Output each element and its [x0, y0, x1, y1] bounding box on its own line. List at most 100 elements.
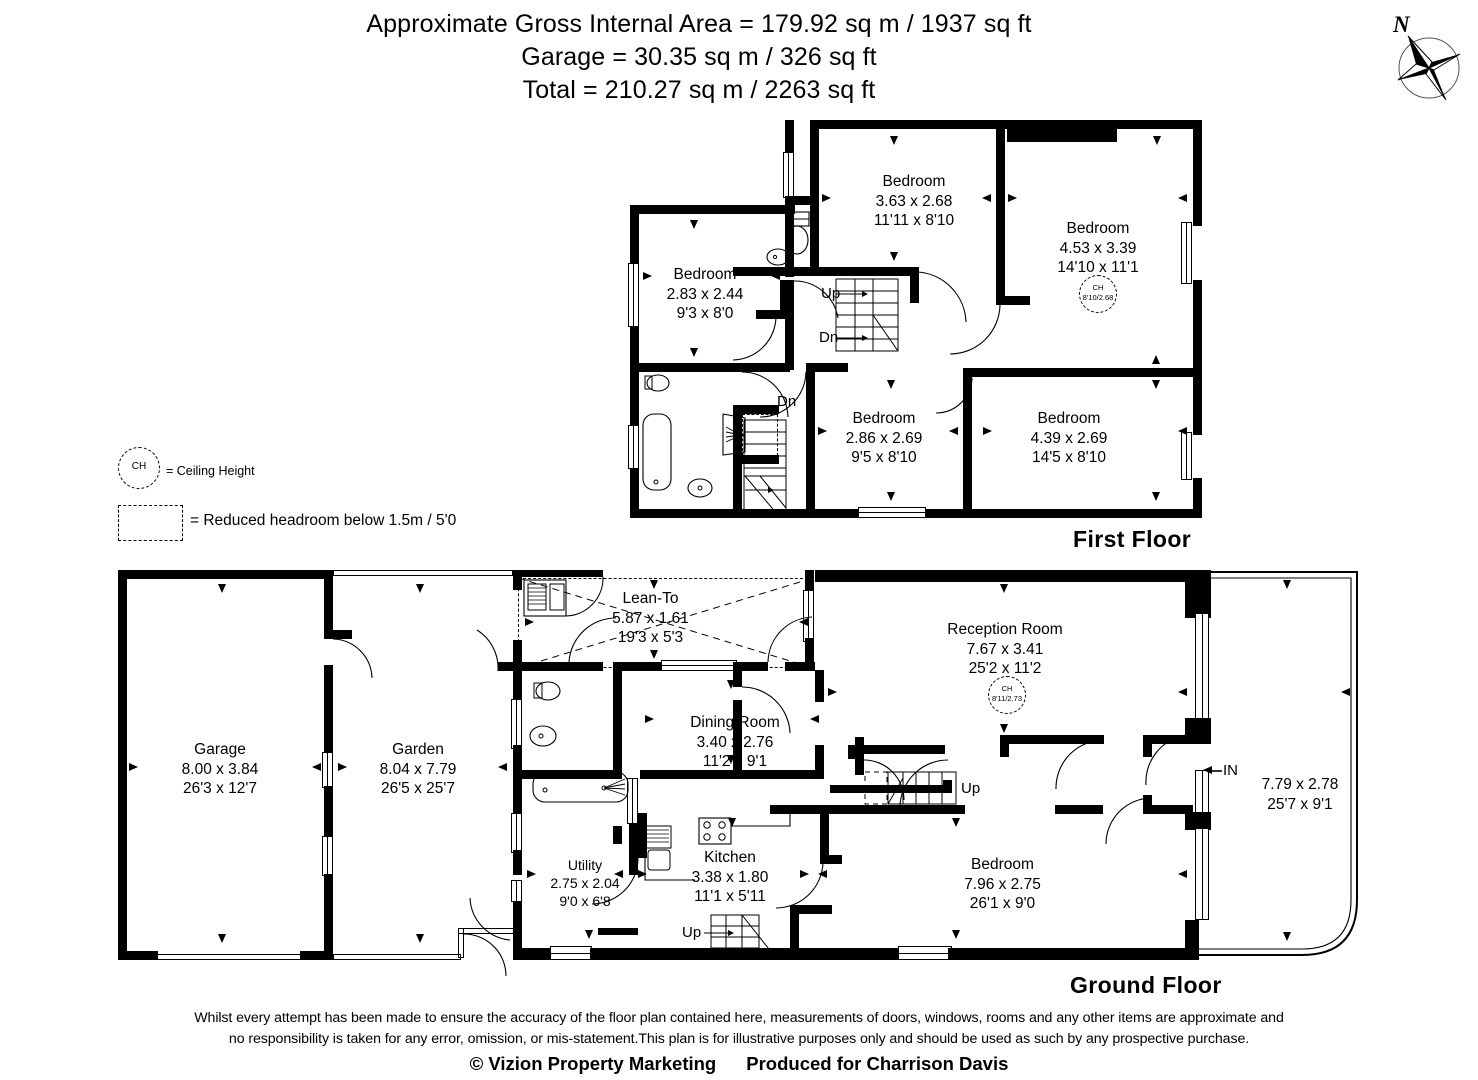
dimension-arrow [887, 492, 895, 501]
wall-segment [770, 805, 965, 814]
dimension-arrow [1152, 380, 1160, 389]
dimension-arrow [1283, 932, 1291, 941]
dimension-arrow [1178, 427, 1187, 435]
dimension-arrow [810, 715, 819, 723]
wall-segment [785, 196, 819, 205]
room-name: Bedroom [852, 410, 916, 427]
wall-segment [513, 570, 603, 577]
dimension-arrow [585, 770, 593, 779]
wall-segment [1193, 120, 1202, 226]
wall-segment [733, 455, 779, 464]
wall-segment [963, 383, 972, 517]
wall-segment [513, 745, 522, 815]
wall-segment [513, 895, 522, 925]
wall-segment [910, 267, 919, 303]
dimension-arrow [1000, 724, 1008, 733]
dimension-arrow [690, 348, 698, 357]
stair-direction-up: Up [821, 285, 841, 302]
room-dim-metric: 3.38 x 1.80 [691, 868, 769, 886]
dimension-arrow [949, 427, 958, 435]
dimension-arrow [818, 870, 827, 878]
dimension-arrow [983, 427, 992, 435]
wall-segment [820, 855, 842, 864]
window [511, 880, 522, 902]
wall-segment [640, 770, 745, 779]
room-dim-imperial: 26'3 x 12'7 [182, 780, 257, 797]
room-dim-imperial: 9'0 x 6'8 [559, 893, 611, 909]
dimension-arrow [818, 427, 827, 435]
wall-segment [324, 665, 333, 753]
wall-segment [820, 810, 829, 862]
room-label: Bedroom 4.53 x 3.39 14'10 x 11'1 [1012, 219, 1184, 278]
window [1195, 828, 1209, 920]
room-name: Utility [567, 857, 603, 873]
wall-segment [810, 120, 1202, 129]
room-name: Dining Room [690, 714, 780, 731]
wall-segment [756, 310, 794, 319]
dimension-arrow [1008, 194, 1017, 202]
room-label: Garden 8.04 x 7.79 26'5 x 25'7 [338, 740, 498, 799]
room-dim-metric: 8.04 x 7.79 [379, 760, 457, 778]
dimension-arrow [218, 584, 226, 593]
wall-segment [1048, 735, 1104, 744]
wall-segment [855, 745, 945, 754]
wall-segment [1143, 805, 1193, 814]
wall-segment [785, 662, 815, 671]
dimension-arrow [585, 930, 593, 939]
window [858, 507, 926, 518]
ceiling-height-label: CH [1092, 283, 1104, 292]
wall-segment [806, 372, 815, 517]
footer: Whilst every attempt has been made to en… [0, 1008, 1478, 1075]
gross-internal-area-line: Approximate Gross Internal Area = 179.92… [366, 10, 1032, 38]
wall-segment [790, 905, 832, 914]
dimension-arrow [1152, 355, 1160, 364]
room-name: Kitchen [704, 849, 756, 866]
compass-rose-icon: N [1378, 12, 1474, 108]
wall-segment [733, 363, 742, 372]
dimension-arrow [1178, 194, 1187, 202]
legend-ch-text: CH [131, 461, 147, 472]
wall-segment [733, 405, 779, 414]
stair-direction-up: Up [961, 780, 981, 797]
wall-segment [733, 671, 742, 687]
dimension-arrow [727, 755, 735, 764]
dimension-arrow [728, 818, 736, 827]
room-dim-metric: 3.63 x 2.68 [875, 192, 953, 210]
dimension-arrow [527, 870, 536, 878]
dimension-arrow [771, 272, 780, 280]
wall-segment [638, 813, 647, 858]
credits: © Vizion Property Marketing Produced for … [0, 1053, 1478, 1075]
dimension-arrow [312, 763, 321, 771]
window [511, 813, 522, 853]
room-dim-metric: 8.00 x 3.84 [181, 760, 259, 778]
dimension-arrow [498, 763, 507, 771]
wall-segment [1000, 735, 1060, 744]
dimension-arrow [129, 763, 138, 771]
produced-for-text: Produced for Charrison Davis [746, 1053, 1009, 1074]
dimension-arrow [822, 194, 831, 202]
wall-segment [513, 850, 522, 875]
wall-segment [733, 662, 768, 671]
wall-segment [943, 780, 952, 793]
wall-segment [118, 570, 127, 960]
room-dim-metric: 3.40 x 2.76 [696, 733, 774, 751]
room-name: Garage [194, 741, 246, 758]
wall-segment [996, 296, 1030, 305]
room-label: Utility 2.75 x 2.04 9'0 x 6'8 [530, 856, 640, 910]
window [511, 699, 522, 749]
dimension-arrow [1153, 136, 1161, 145]
copyright-text: © Vizion Property Marketing [469, 1053, 717, 1074]
dimension-arrow [1283, 580, 1291, 589]
window [627, 778, 638, 824]
dimension-arrow [416, 584, 424, 593]
room-dim-imperial: 25'2 x 11'2 [968, 660, 1042, 677]
room-name: Bedroom [882, 173, 946, 190]
compass-star-icon [1397, 35, 1461, 101]
room-dim-imperial: 9'3 x 8'0 [676, 305, 734, 322]
dimension-arrow [982, 194, 991, 202]
room-label: Lean-To 5.87 x 1.61 19'3 x 5'3 [578, 589, 723, 648]
room-dim-imperial: 14'10 x 11'1 [1057, 259, 1139, 276]
wall-segment [1000, 368, 1200, 377]
